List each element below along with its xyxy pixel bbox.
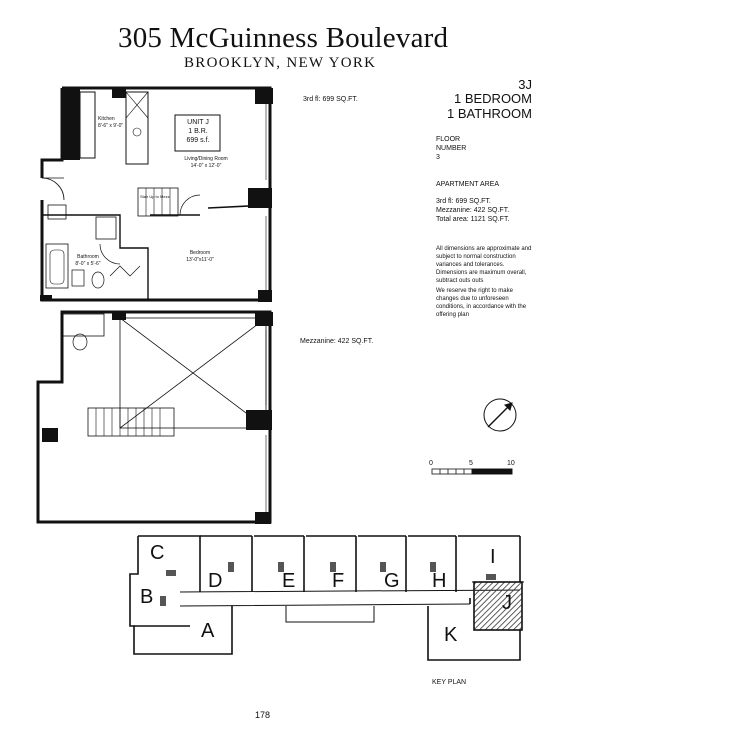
living-label: Living/Dining Room 14'-0" x 12'-0" [176, 156, 236, 170]
bedroom-label: Bedroom 13'-0"x11'-0" [172, 250, 228, 264]
key-unit-b: B [140, 586, 154, 608]
columns-mezzanine [42, 312, 273, 524]
scale-tick-0: 0 [429, 460, 433, 467]
scale-tick-5: 5 [469, 460, 473, 467]
building-location: BROOKLYN, NEW YORK [184, 55, 377, 71]
floor-label-line1: FLOOR [436, 136, 461, 143]
bathroom-label: Bathroom 8'-0" x 5'-6" [68, 254, 108, 268]
unit-box-line1: UNIT J [187, 119, 209, 126]
kitchen-dimensions: 8'-6" x 9'-0" [98, 123, 124, 129]
floor-number: 3 [436, 154, 440, 161]
key-unit-k: K [444, 624, 458, 646]
unit-box-line3: 699 s.f. [186, 137, 210, 144]
key-unit-g: G [384, 570, 400, 592]
key-unit-d: D [208, 570, 223, 592]
area-heading: APARTMENT AREA [436, 181, 500, 188]
key-unit-i: I [490, 546, 496, 568]
area-third-floor: 3rd fl: 699 SQ.FT. [436, 198, 491, 205]
dimensions-note: All dimensions are approximate and subje… [436, 246, 532, 284]
key-unit-f: F [332, 570, 345, 592]
key-unit-j: J [502, 592, 512, 614]
kitchen-name: Kitchen [98, 116, 115, 122]
area-total: Total area: 1121 SQ.FT. [436, 216, 510, 223]
north-arrow-icon [483, 398, 517, 432]
mezzanine-area-label: Mezzanine: 422 SQ.FT. [300, 338, 374, 345]
bathroom-name: Bathroom [77, 254, 99, 260]
bedroom-name: Bedroom [189, 250, 211, 256]
living-dimensions: 14'-0" x 12'-0" [190, 163, 222, 169]
stair-label: Stair Up to Mezz [140, 194, 170, 199]
third-floor-area-label: 3rd fl: 699 SQ.FT. [303, 96, 358, 103]
building-title: 305 McGuinness Boulevard [118, 22, 449, 54]
scale-bar [431, 468, 513, 475]
page-number: 178 [255, 710, 271, 720]
bedroom-count: 1 BEDROOM [453, 91, 532, 106]
bathroom-dimensions: 8'-0" x 5'-6" [75, 261, 101, 267]
changes-note: We reserve the right to make changes due… [436, 288, 527, 318]
living-name: Living/Dining Room [184, 156, 228, 162]
columns-third-floor [40, 88, 273, 302]
floor-label-line2: NUMBER [436, 145, 467, 152]
kitchen-label: Kitchen 8'-6" x 9'-0" [98, 116, 123, 130]
key-plan-drawing [129, 535, 524, 661]
scale-tick-10: 10 [507, 460, 515, 467]
bedroom-dimensions: 13'-0"x11'-0" [186, 257, 214, 263]
area-mezzanine: Mezzanine: 422 SQ.FT. [436, 207, 510, 214]
key-unit-c: C [150, 542, 165, 564]
key-unit-h: H [432, 570, 447, 592]
unit-number: 3J [518, 77, 532, 92]
key-plan-caption: KEY PLAN [432, 679, 467, 686]
key-unit-a: A [201, 620, 215, 642]
key-plan-stair-marks [160, 562, 496, 606]
mezzanine-plan [36, 310, 272, 524]
bathroom-count: 1 BATHROOM [447, 106, 532, 121]
unit-box: UNIT J 1 B.R. 699 s.f. [177, 118, 219, 145]
key-plan-unit-j-highlight [473, 581, 523, 631]
unit-box-line2: 1 B.R. [188, 128, 208, 135]
key-unit-e: E [282, 570, 296, 592]
